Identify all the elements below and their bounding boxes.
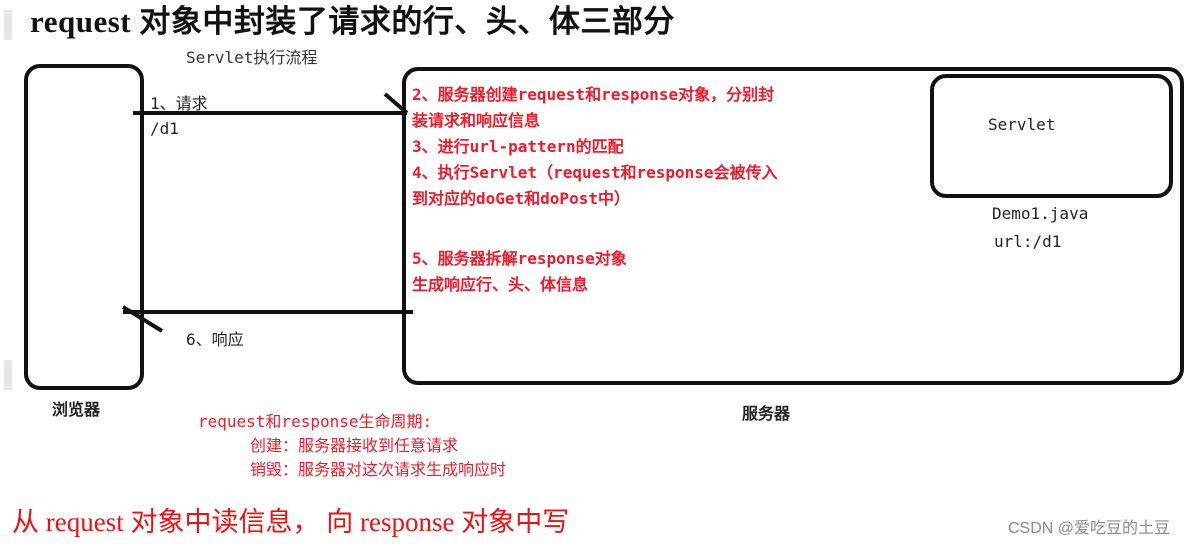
browser-box [24, 64, 144, 390]
server-steps: 2、服务器创建request和response对象，分别封 装请求和响应信息 3… [412, 82, 778, 212]
request-arrow-label: 1、请求 [150, 94, 208, 113]
response-arrow-icon [121, 305, 413, 333]
step-4-line-2: 到对应的doGet和doPost中） [412, 189, 630, 208]
servlet-label: Servlet [988, 115, 1056, 134]
response-arrow-label: 6、响应 [186, 330, 244, 349]
step-2-line-2: 装请求和响应信息 [412, 111, 541, 130]
lifecycle-create: 创建：服务器接收到任意请求 [250, 436, 459, 455]
watermark: CSDN @爱吃豆的土豆 [1007, 520, 1170, 537]
server-box [402, 67, 1184, 385]
edge-artifact [4, 10, 12, 40]
step-5-line-2: 生成响应行、头、体信息 [412, 275, 589, 294]
step-3: 3、进行url-pattern的匹配 [412, 137, 624, 156]
diagram-subtitle: Servlet执行流程 [186, 48, 318, 67]
footer-caption: 从 request 对象中读信息， 向 response 对象中写 [12, 507, 570, 537]
request-arrow-icon [133, 92, 409, 115]
lifecycle-heading: request和response生命周期: [198, 412, 433, 431]
request-path: /d1 [150, 119, 179, 138]
browser-label: 浏览器 [52, 400, 101, 419]
server-label: 服务器 [742, 404, 791, 423]
step-5-line-1: 5、服务器拆解response对象 [412, 249, 627, 268]
diagram-title: request 对象中封装了请求的行、头、体三部分 [30, 4, 675, 39]
servlet-file: Demo1.java [992, 204, 1089, 223]
lifecycle-notes: request和response生命周期: 创建：服务器接收到任意请求 销毁：服… [198, 410, 506, 482]
step-2-line-1: 2、服务器创建request和response对象，分别封 [412, 85, 775, 104]
lifecycle-destroy: 销毁：服务器对这次请求生成响应时 [250, 460, 507, 479]
servlet-box [930, 74, 1173, 198]
edge-artifact [4, 360, 12, 390]
servlet-url: url:/d1 [994, 232, 1062, 251]
server-step-5: 5、服务器拆解response对象 生成响应行、头、体信息 [412, 246, 627, 298]
step-4-line-1: 4、执行Servlet（request和response会被传入 [412, 163, 778, 182]
